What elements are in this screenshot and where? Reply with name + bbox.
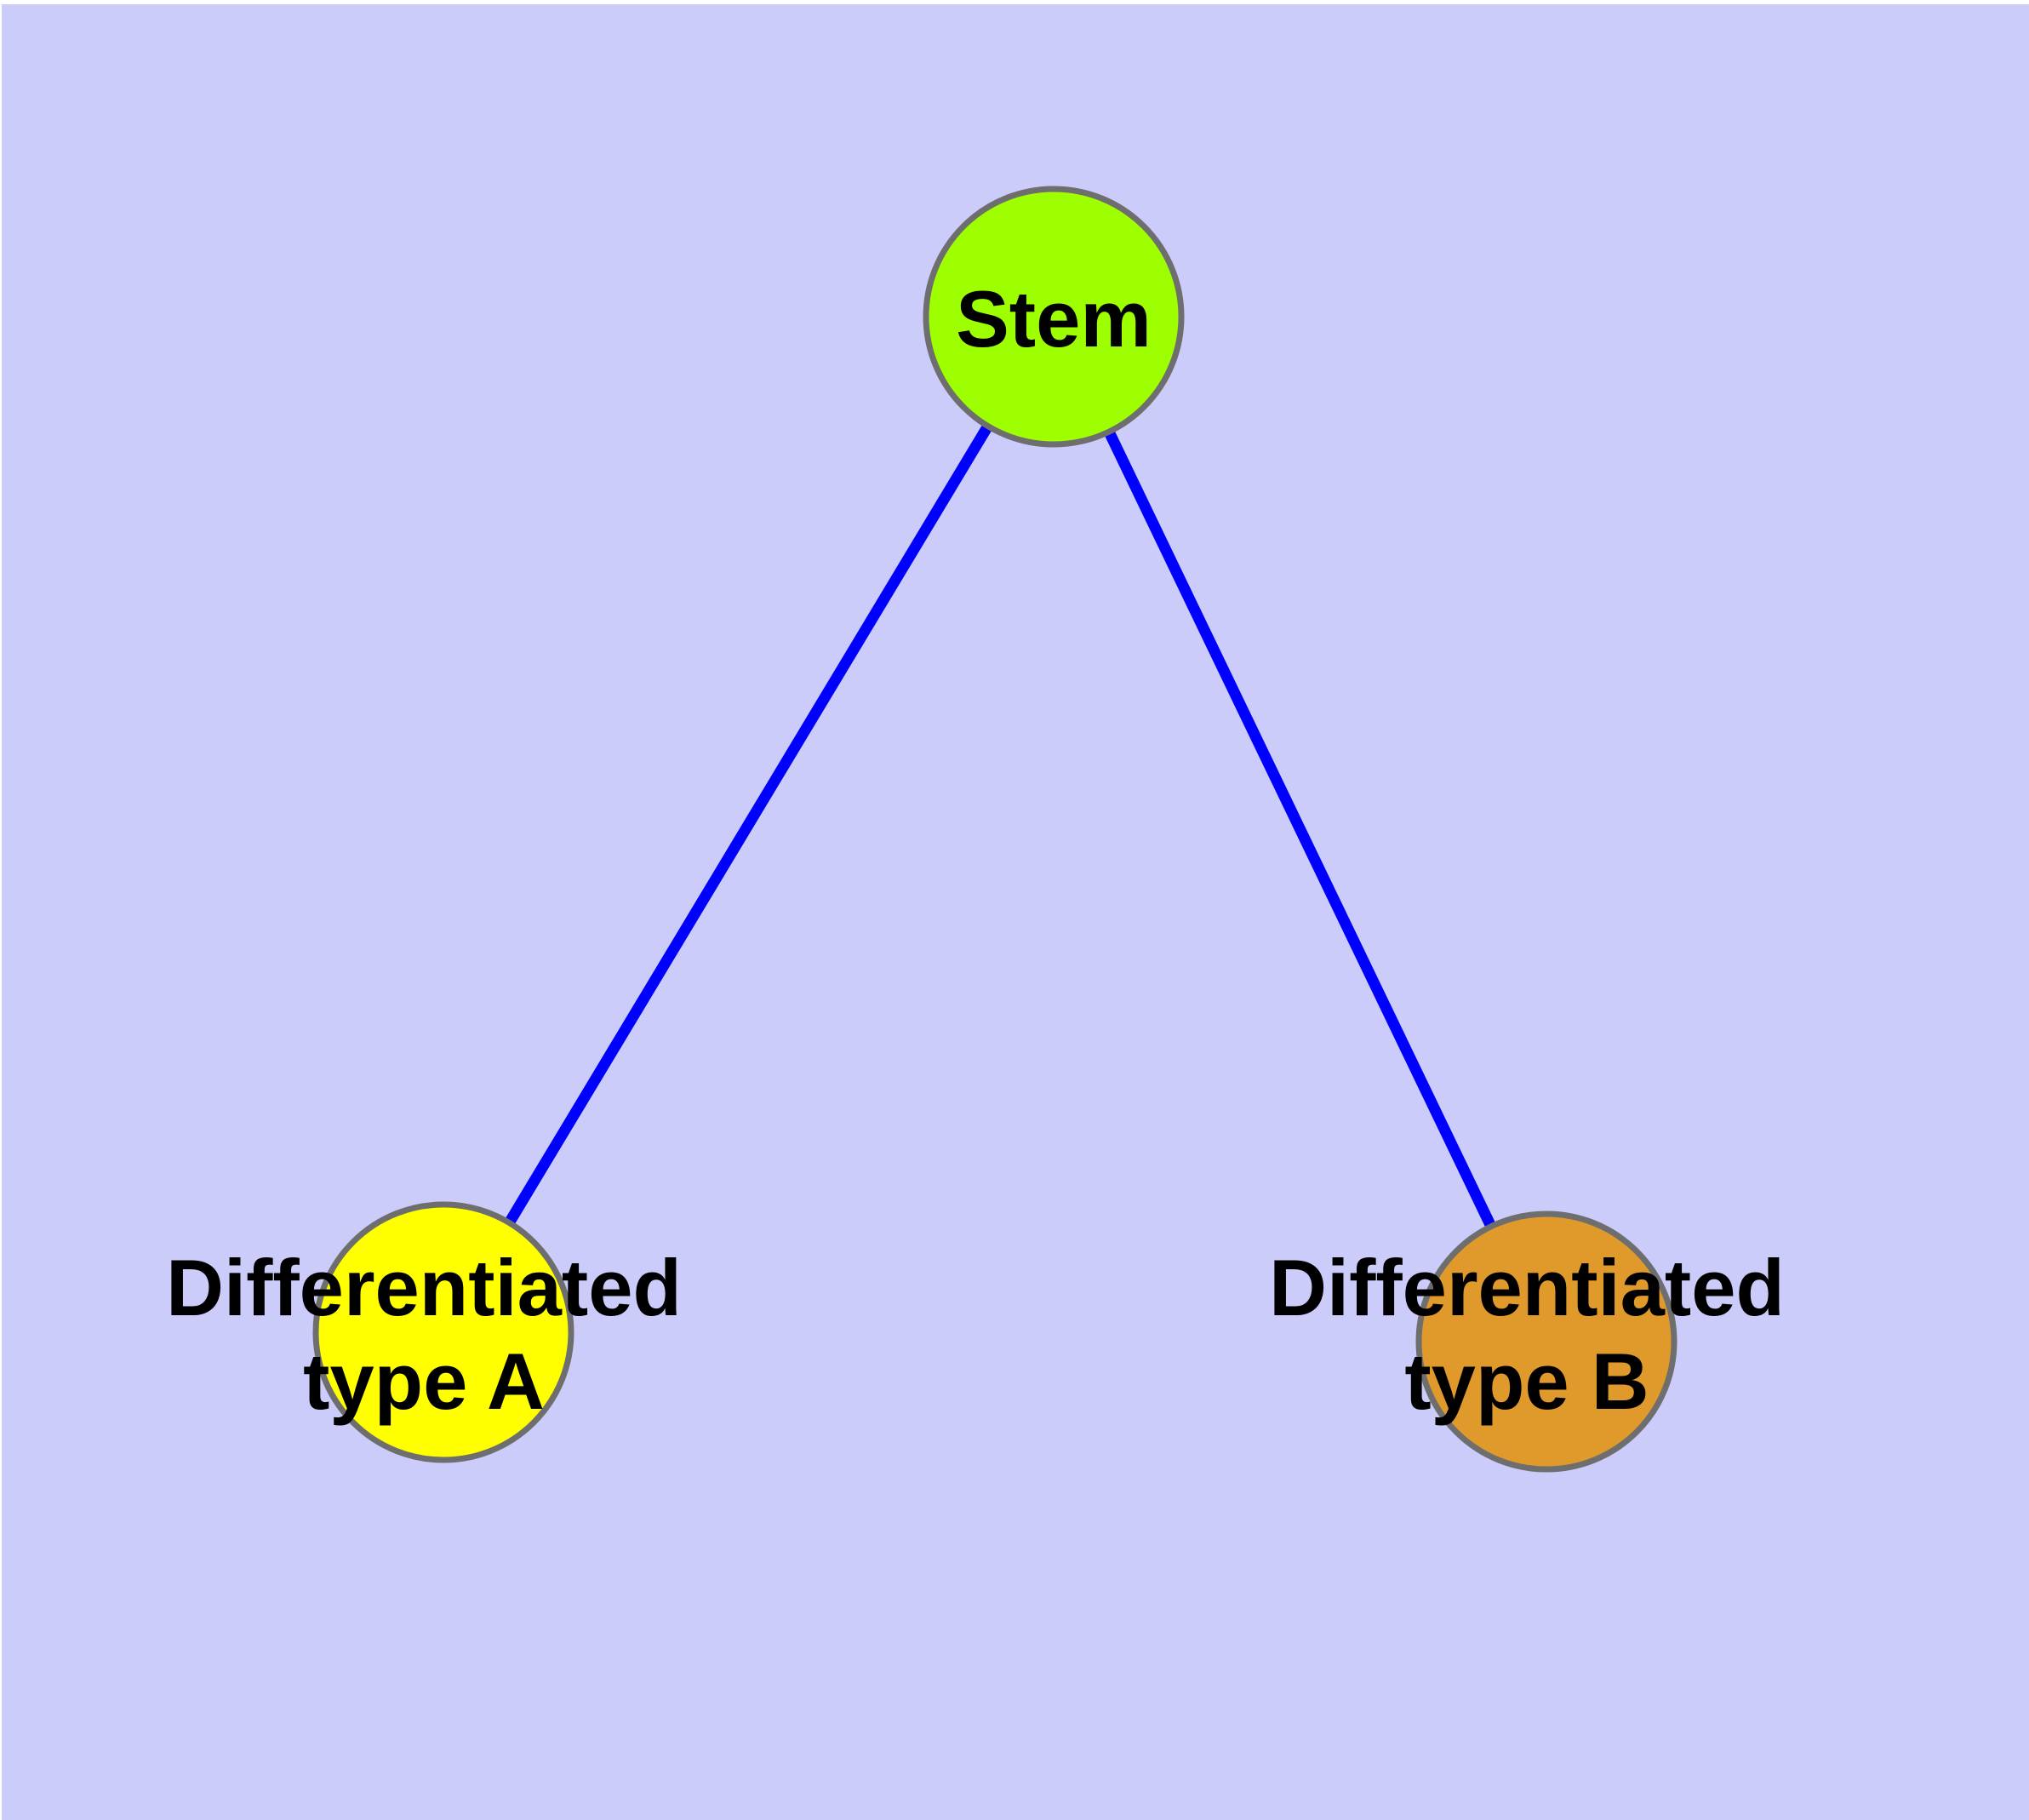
node-differentiated-type-a[interactable] [312,1201,574,1463]
node-differentiated-type-b-label-line1: Differentiated [1269,1243,1785,1332]
node-layer [312,186,1677,1473]
edge-stem-to-differentiated-type-a[interactable] [438,313,1059,1336]
node-stem-label: Stem [956,274,1152,363]
diagram-canvas: Stem Differentiated type A Differentiate… [2,4,2029,1820]
node-differentiated-type-b[interactable] [1415,1210,1677,1473]
node-differentiated-type-b-label-line2: type B [1404,1336,1649,1426]
node-stem-circle[interactable] [923,186,1185,448]
label-layer: Stem Differentiated type A Differentiate… [166,274,1785,1426]
node-differentiated-type-a-circle[interactable] [312,1201,574,1463]
graph-svg: Stem Differentiated type A Differentiate… [166,186,1785,1473]
node-differentiated-type-a-label-line1: Differentiated [166,1243,682,1332]
edge-layer [438,313,1552,1344]
node-differentiated-type-b-circle[interactable] [1415,1210,1677,1473]
edge-stem-to-differentiated-type-b[interactable] [1049,314,1552,1344]
node-differentiated-type-a-label-line2: type A [303,1336,545,1426]
node-stem[interactable] [923,186,1185,448]
